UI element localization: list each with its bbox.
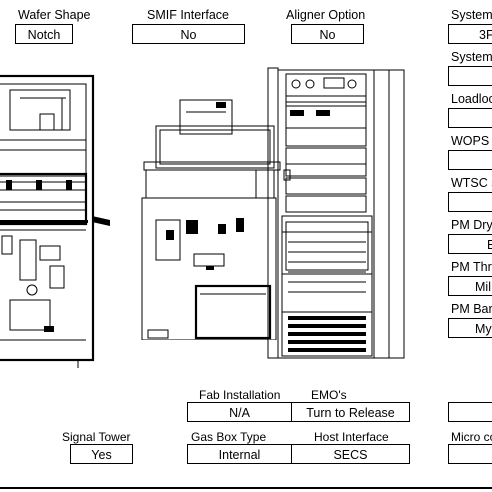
center-machine-drawing bbox=[141, 99, 281, 340]
gas-box-type-field[interactable]: Internal bbox=[187, 444, 292, 464]
micro-controller-field[interactable] bbox=[448, 444, 492, 464]
pm-thr-label: PM Thr bbox=[451, 260, 492, 274]
system-field-2[interactable] bbox=[448, 66, 492, 86]
emos-field[interactable]: Turn to Release bbox=[291, 402, 410, 422]
pm-dry-label: PM Dry bbox=[451, 218, 492, 232]
aligner-option-field[interactable]: No bbox=[291, 24, 364, 44]
smif-interface-field[interactable]: No bbox=[132, 24, 245, 44]
wops-field[interactable] bbox=[448, 150, 492, 170]
wtsc-field[interactable] bbox=[448, 192, 492, 212]
system-label-1: System bbox=[451, 8, 492, 22]
wafer-shape-field[interactable]: Notch bbox=[15, 24, 73, 44]
signal-tower-label: Signal Tower bbox=[62, 430, 131, 444]
host-interface-field[interactable]: SECS bbox=[291, 444, 410, 464]
emos-label: EMO's bbox=[311, 388, 347, 402]
signal-tower-field[interactable]: Yes bbox=[70, 444, 133, 464]
left-machine-drawing bbox=[0, 74, 110, 368]
loadlock-label: Loadloc bbox=[451, 92, 492, 106]
fab-installation-field[interactable]: N/A bbox=[187, 402, 292, 422]
rack-drawing bbox=[267, 67, 405, 359]
loadlock-field[interactable] bbox=[448, 108, 492, 128]
wops-label: WOPS S bbox=[451, 134, 492, 148]
fab-installation-label: Fab Installation bbox=[199, 388, 281, 402]
pm-thr-field[interactable]: Mil bbox=[448, 276, 492, 296]
smif-interface-label: SMIF Interface bbox=[147, 8, 229, 22]
host-interface-label: Host Interface bbox=[314, 430, 389, 444]
pm-bar-field[interactable]: My bbox=[448, 318, 492, 338]
wtsc-label: WTSC s bbox=[451, 176, 492, 190]
pm-dry-field[interactable]: E bbox=[448, 234, 492, 254]
aligner-option-label: Aligner Option bbox=[286, 8, 366, 22]
wafer-shape-label: Wafer Shape bbox=[18, 8, 91, 22]
bottom-rule bbox=[0, 487, 492, 489]
system-field-1[interactable]: 3F bbox=[448, 24, 492, 44]
right-unlabeled-field[interactable] bbox=[448, 402, 492, 422]
pm-bar-label: PM Bar bbox=[451, 302, 492, 316]
micro-controller-label: Micro co bbox=[451, 430, 492, 444]
system-label-2: System bbox=[451, 50, 492, 64]
gas-box-type-label: Gas Box Type bbox=[191, 430, 267, 444]
